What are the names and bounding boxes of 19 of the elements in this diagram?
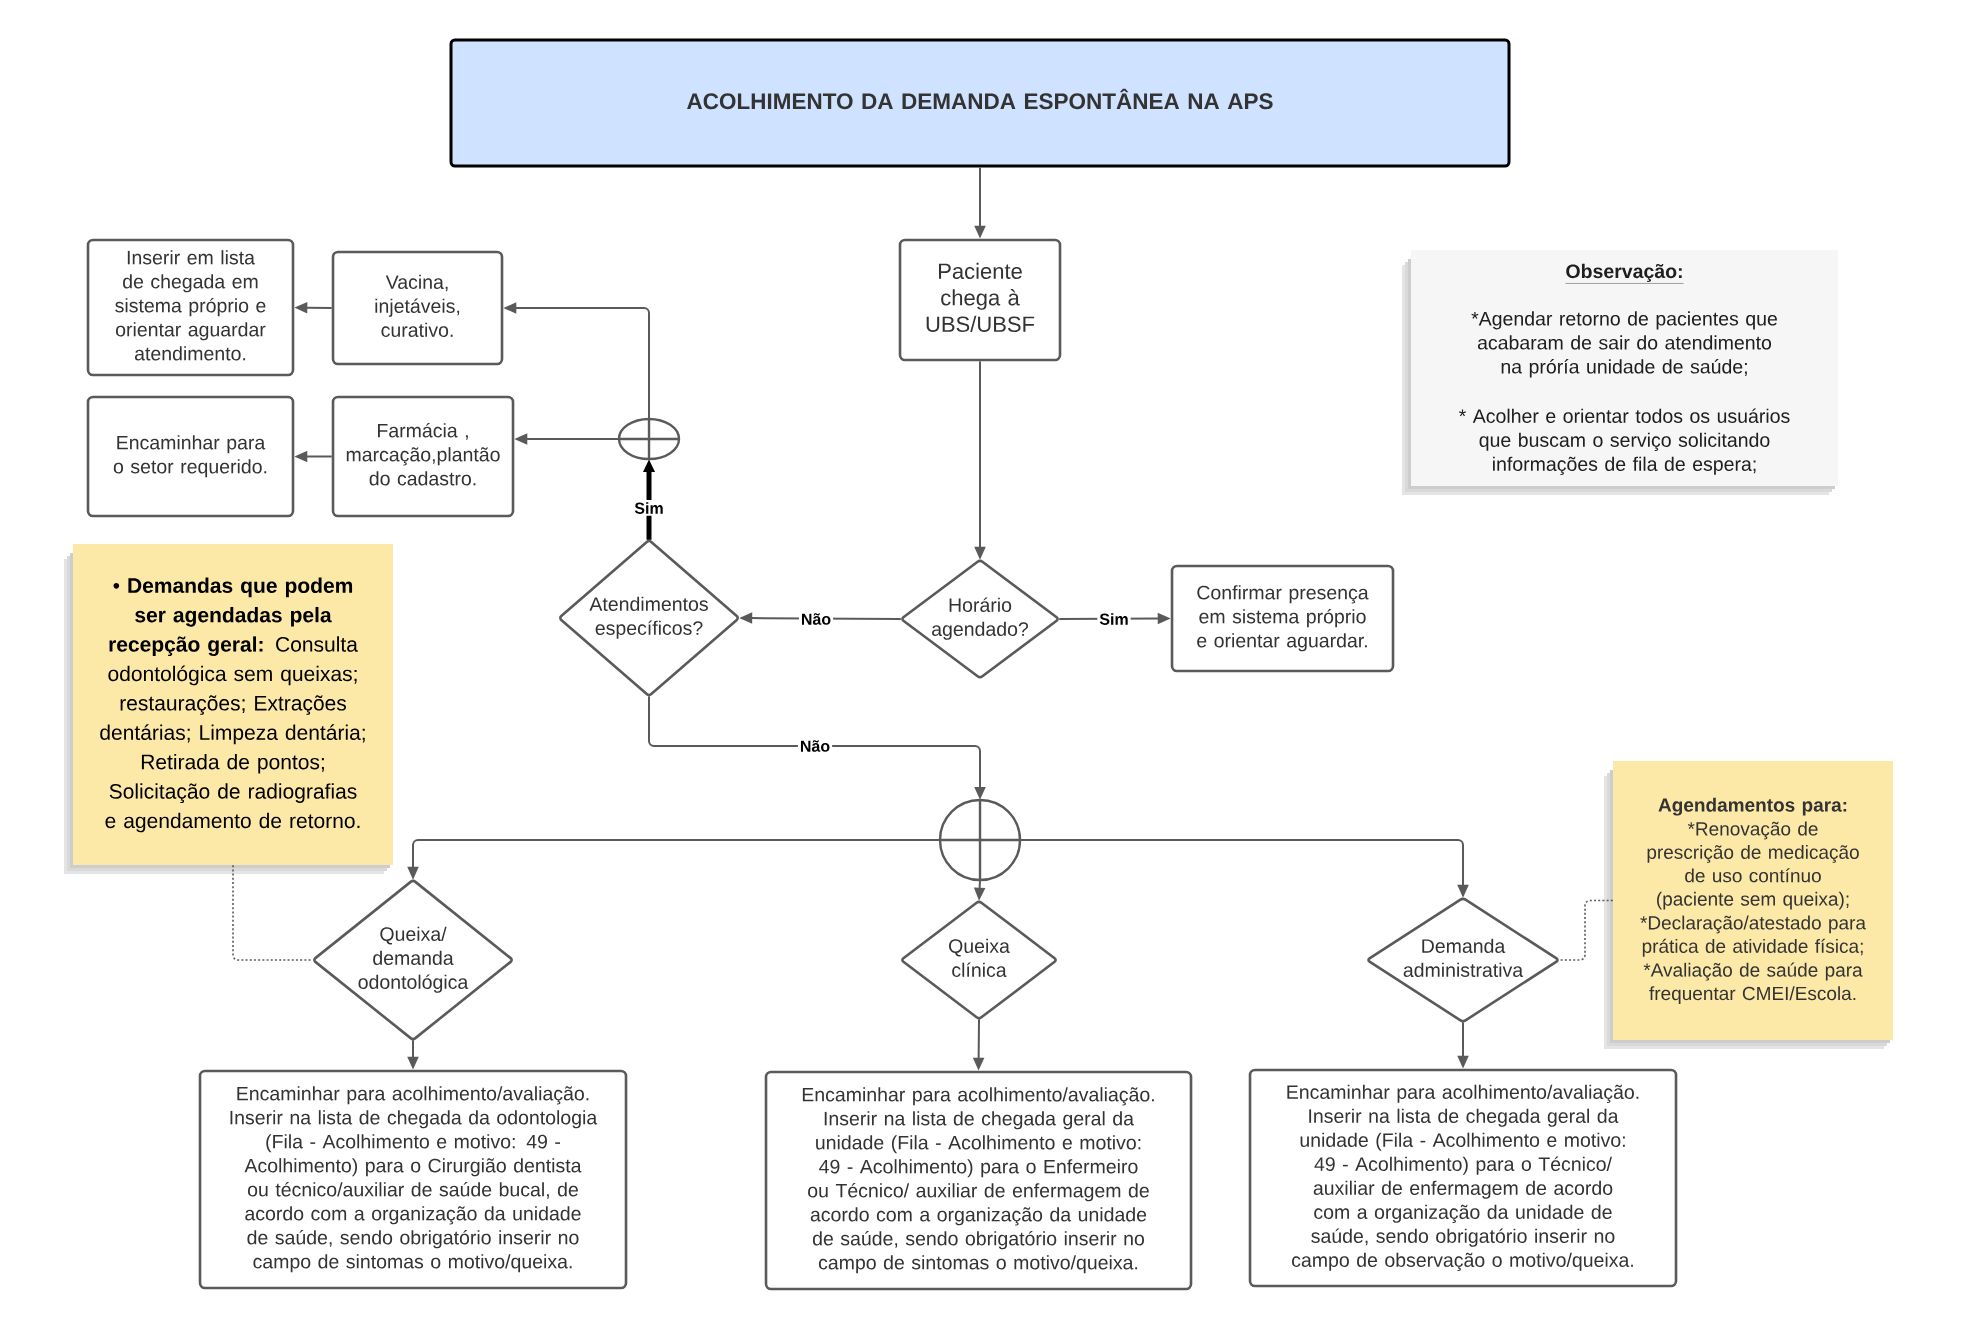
process-box: Confirmar presença em sistema próprio e orientar aguardar. [1170, 564, 1395, 673]
edge-label: Sim [1097, 611, 1131, 627]
process-box: Inserir em lista de chegada em sistema próprio e orientar aguardar atendimento. [86, 238, 295, 377]
process-box: Encaminhar para acolhimento/avaliação. Inserir na lista de chegada geral da unidade (Fila - Acolhimento e motivo: 49 - Acolhimento) para o Enfermeiro ou Técnico/ auxiliar de enfermagem de acordo com a organização da unidade de saúde, sendo obrigatório inserir no campo de sintomas o motivo/queixa. [764, 1070, 1193, 1291]
junction-symbol [617, 417, 681, 461]
edge-label: Não [798, 611, 834, 627]
process-box: Paciente chega à UBS/UBSF [898, 238, 1062, 362]
edge-label: Não [797, 738, 833, 754]
edge-label: Sim [632, 500, 666, 516]
junction-symbol [938, 798, 1022, 882]
process-box: Encaminhar para acolhimento/avaliação. Inserir na lista de chegada da odontologia (Fila - Acolhimento e motivo: 49 - Acolhimento) para o Cirurgião dentista ou técnico/auxiliar de saúde bucal, de acordo com a organização da unidade de saúde, sendo obrigatório inserir no campo de sintomas o motivo/queixa. [198, 1069, 628, 1290]
process-box: Farmácia , marcação,plantão do cadastro. [331, 395, 515, 518]
leader-line [232, 864, 314, 961]
leader-line [1558, 899, 1614, 961]
process-box: Vacina, injetáveis, curativo. [331, 250, 504, 366]
sticky-note: • Demandas que podem ser agendadas pela recepção geral: Consulta odontológica sem queixas; restaurações; Extrações dentárias; Limpeza dentária; Retirada de pontos; Solicitação de radiografias e agendamento de retorno. [64, 544, 393, 874]
process-box: Encaminhar para acolhimento/avaliação. Inserir na lista de chegada geral da unidade (Fila - Acolhimento e motivo: 49 - Acolhimento) para o Técnico/ auxiliar de enfermagem de acordo com a organização da unidade de saúde, sendo obrigatório inserir no campo de observação o motivo/queixa. [1248, 1068, 1678, 1288]
title-banner: ACOLHIMENTO DA DEMANDA ESPONTÂNEA NA APS [449, 38, 1511, 168]
process-box: Encaminhar para o setor requerido. [86, 395, 295, 518]
